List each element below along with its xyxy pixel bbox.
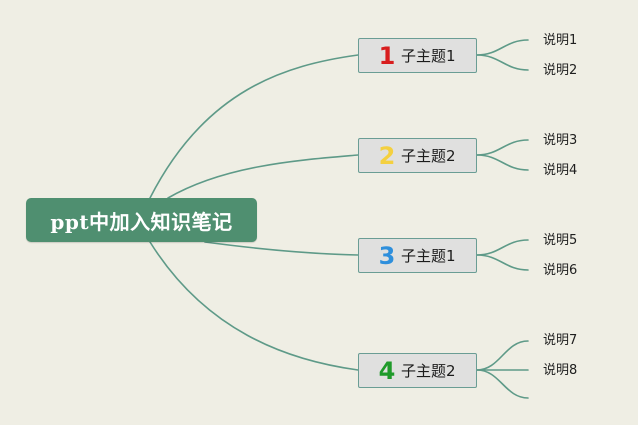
connector-root-topic-4 (149, 241, 359, 371)
root-topic[interactable]: ppt中加入知识笔记 (26, 198, 257, 242)
note-4[interactable]: 说明4 (543, 163, 578, 178)
connector-topic-2-note-1 (476, 139, 529, 156)
subtopic-3[interactable]: 3 子主题1 (358, 238, 477, 273)
subtopic-1[interactable]: 1 子主题1 (358, 38, 477, 73)
connector-topic-2-note-2 (476, 154, 529, 171)
priority-3-marker: 3 (378, 241, 396, 270)
note-2[interactable]: 说明2 (543, 63, 578, 78)
connector-topic-3-note-1 (476, 239, 529, 256)
root-topic-label: ppt中加入知识笔记 (50, 209, 233, 234)
priority-2-marker: 2 (378, 141, 396, 170)
connector-root-topic-3 (204, 241, 359, 256)
priority-1-marker: 1 (378, 41, 396, 70)
note-8[interactable]: 说明8 (543, 363, 578, 378)
subtopic-4-label: 子主题2 (401, 362, 456, 380)
subtopic-3-label: 子主题1 (401, 247, 456, 265)
subtopic-4[interactable]: 4 子主题2 (358, 353, 477, 388)
note-7[interactable]: 说明7 (543, 333, 578, 348)
subtopic-2-label: 子主题2 (401, 147, 456, 165)
connector-topic-1-note-2 (476, 54, 529, 71)
note-6[interactable]: 说明6 (543, 263, 578, 278)
connector-topic-4-note-1 (476, 340, 529, 371)
connector-topic-4-note-3 (476, 369, 529, 399)
connector-topic-1-note-1 (476, 39, 529, 56)
note-3[interactable]: 说明3 (543, 133, 578, 148)
subtopic-1-label: 子主题1 (401, 47, 456, 65)
connector-root-topic-1 (149, 54, 359, 199)
note-5[interactable]: 说明5 (543, 233, 578, 248)
priority-4-marker: 4 (378, 356, 396, 385)
subtopic-2[interactable]: 2 子主题2 (358, 138, 477, 173)
connector-root-topic-2 (167, 154, 359, 199)
note-1[interactable]: 说明1 (543, 33, 578, 48)
connector-topic-3-note-2 (476, 254, 529, 271)
